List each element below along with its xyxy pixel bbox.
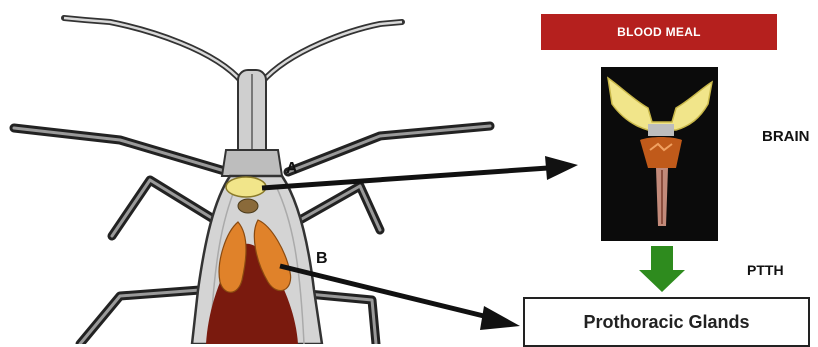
brain-label: BRAIN xyxy=(762,128,810,145)
ptth-green-arrow xyxy=(639,246,685,292)
blood-meal-label: BLOOD MEAL xyxy=(617,25,701,39)
brain-panel xyxy=(601,67,718,241)
right-antenna xyxy=(262,22,402,82)
marker-b: B xyxy=(316,250,328,268)
prothoracic-glands-box: Prothoracic Glands xyxy=(523,297,810,347)
brain-subesophageal xyxy=(648,124,674,136)
ptth-label: PTTH xyxy=(747,262,784,278)
blood-meal-box: BLOOD MEAL xyxy=(541,14,777,50)
prothoracic-glands-label: Prothoracic Glands xyxy=(583,312,749,333)
arrow-a-to-brain xyxy=(262,168,548,188)
left-antenna xyxy=(64,18,242,82)
insect-illustration xyxy=(14,18,490,344)
marker-a: A xyxy=(286,160,298,178)
insect-head xyxy=(222,150,282,176)
insect-brain xyxy=(226,177,266,197)
insect-ganglion xyxy=(238,199,258,213)
